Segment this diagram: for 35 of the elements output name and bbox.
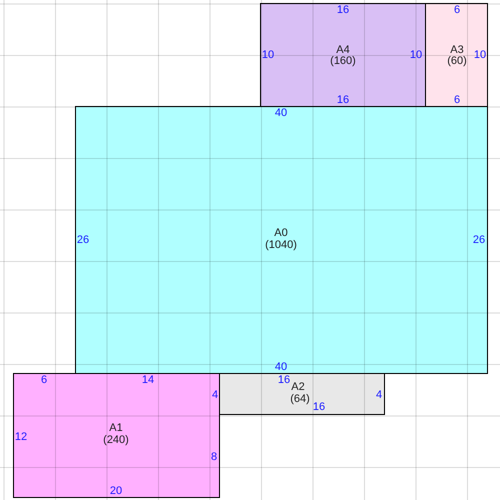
side-length-label: 12 — [14, 431, 28, 443]
side-length-label: 16 — [336, 4, 350, 16]
side-length-label: 20 — [110, 485, 122, 497]
rectangle-name: A1 — [109, 422, 123, 434]
rectangle — [219, 373, 385, 415]
side-length-label: 26 — [472, 234, 486, 246]
rectangle-name: A0 — [274, 227, 288, 239]
side-length-label: 16 — [312, 401, 326, 413]
side-length-label: 10 — [262, 49, 274, 61]
side-length-label: 6 — [454, 4, 460, 16]
side-length-label: 6 — [454, 94, 460, 106]
area-value: (160) — [330, 55, 356, 67]
side-length-label: 16 — [336, 94, 350, 106]
side-length-label: 40 — [274, 361, 288, 373]
side-length-label: 16 — [278, 374, 290, 386]
side-length-label: 8 — [210, 451, 218, 463]
rectangle — [260, 3, 426, 107]
area-value: (240) — [103, 434, 129, 446]
rectangle — [13, 373, 220, 498]
side-length-label: 14 — [142, 374, 154, 386]
rectangle — [75, 106, 488, 374]
area-value: (1040) — [265, 239, 297, 251]
side-length-label: 10 — [474, 49, 486, 61]
side-length-label: 10 — [410, 49, 422, 61]
rectangle — [425, 3, 488, 107]
rectangle-name: A2 — [291, 381, 305, 393]
side-length-label: 4 — [376, 389, 382, 401]
rectangle-name: A3 — [450, 44, 464, 56]
side-length-label: 4 — [212, 389, 218, 401]
side-length-label: 40 — [274, 107, 288, 119]
area-value: (64) — [290, 393, 310, 405]
area-value: (60) — [447, 55, 467, 67]
side-length-label: 26 — [76, 234, 90, 246]
rectangle-name: A4 — [336, 44, 350, 56]
side-length-label: 6 — [40, 374, 48, 386]
